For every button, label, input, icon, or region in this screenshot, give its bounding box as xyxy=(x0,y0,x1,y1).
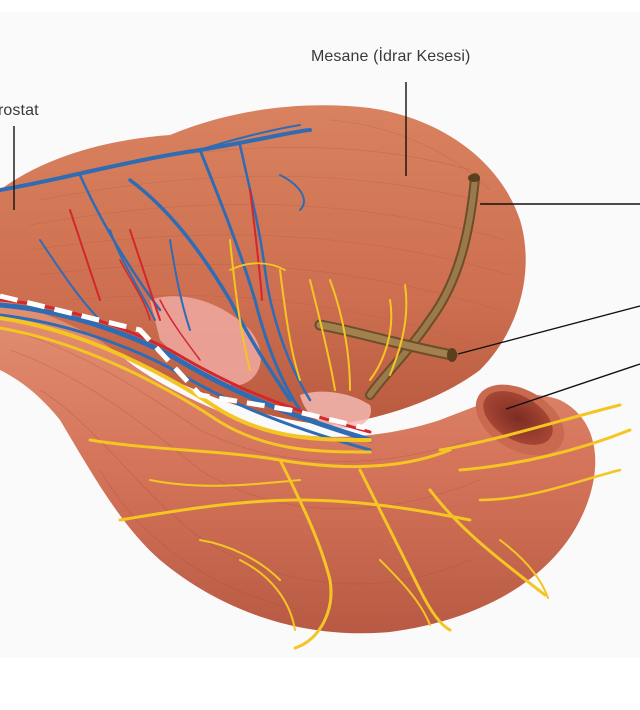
rectum xyxy=(0,300,596,634)
veins xyxy=(0,124,373,452)
incision-dashed-line xyxy=(0,293,366,431)
leader-lines xyxy=(13,82,640,410)
vas-deferens xyxy=(314,173,480,400)
label-bladder: Mesane (İdrar Kesesi) xyxy=(311,48,471,65)
seminal-vesicle xyxy=(150,296,261,386)
leader-line-ureter xyxy=(505,363,640,410)
nerves xyxy=(0,239,632,650)
label-prostate: rostat xyxy=(0,102,39,119)
leader-line-vas-deferens-end xyxy=(457,305,640,355)
bladder-fibers xyxy=(29,119,511,346)
rectum-fibers xyxy=(9,329,481,611)
